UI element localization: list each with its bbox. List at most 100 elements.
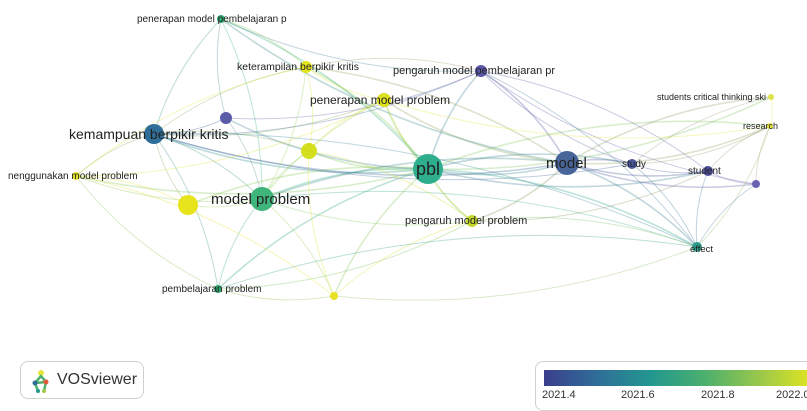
network-edge bbox=[383, 99, 568, 164]
label-keterampilan-berpikir-kritis[interactable]: keterampilan berpikir kritis bbox=[237, 61, 359, 73]
network-edge bbox=[305, 66, 314, 152]
network-edge bbox=[220, 18, 482, 72]
network-edge bbox=[471, 162, 568, 222]
network-edge bbox=[333, 220, 473, 297]
network-edge bbox=[75, 175, 219, 290]
label-pbl[interactable]: pbl bbox=[416, 159, 440, 179]
network-edge bbox=[220, 18, 263, 200]
network-edge bbox=[480, 70, 633, 165]
network-edge bbox=[153, 133, 429, 174]
network-edge bbox=[75, 175, 335, 297]
node-pengaruh-model-problem[interactable] bbox=[466, 215, 478, 227]
label-study[interactable]: study bbox=[622, 159, 646, 170]
network-edge bbox=[75, 175, 189, 206]
node-study[interactable] bbox=[627, 159, 637, 169]
node-research[interactable] bbox=[767, 123, 773, 129]
network-edge bbox=[480, 70, 709, 172]
vosviewer-logo-icon bbox=[32, 370, 49, 393]
network-edge bbox=[427, 162, 568, 176]
network-edge bbox=[75, 175, 263, 203]
network-edge bbox=[480, 70, 698, 248]
network-edge bbox=[153, 133, 263, 200]
network-edge bbox=[153, 66, 307, 135]
label-research[interactable]: research bbox=[743, 121, 778, 131]
network-edge bbox=[427, 96, 772, 171]
network-edge bbox=[305, 57, 482, 72]
label-pembelajaran-problem[interactable]: pembelajaran problem bbox=[162, 284, 262, 295]
network-edge bbox=[305, 66, 385, 101]
label-model[interactable]: model bbox=[546, 155, 587, 172]
network-edge bbox=[305, 66, 568, 164]
year-color-legend: 2021.4 2021.6 2021.8 2022.0 bbox=[535, 361, 807, 411]
network-nodes bbox=[72, 15, 774, 300]
network-edge bbox=[153, 70, 482, 136]
label-model-problem[interactable]: model problem bbox=[211, 191, 310, 208]
network-edge bbox=[566, 96, 772, 164]
node-pembelajaran-problem[interactable] bbox=[214, 285, 222, 293]
network-edge bbox=[307, 150, 335, 297]
network-edge bbox=[153, 133, 568, 177]
node-student[interactable] bbox=[703, 166, 713, 176]
network-edge bbox=[333, 168, 429, 297]
network-edge bbox=[427, 168, 698, 248]
network-edge bbox=[305, 66, 429, 170]
label-penerapan-model-pembelajaran-p[interactable]: penerapan model pembelajaran p bbox=[137, 14, 287, 25]
label-kemampuan-berpikir-kritis[interactable]: kemampuan berpikir kritis bbox=[69, 126, 229, 142]
network-edge bbox=[566, 162, 709, 177]
network-edge bbox=[153, 18, 222, 135]
network-edge bbox=[631, 125, 771, 165]
legend-tick: 2021.6 bbox=[621, 389, 655, 401]
node-keterampilan-berpikir-kritis[interactable] bbox=[300, 61, 312, 73]
vosviewer-logo-text: VOSviewer bbox=[57, 371, 138, 388]
label-student[interactable]: student bbox=[688, 166, 721, 177]
network-edge bbox=[631, 163, 709, 174]
network-edge bbox=[261, 66, 307, 200]
node-model-problem[interactable] bbox=[250, 187, 274, 211]
label-effect[interactable]: effect bbox=[690, 244, 713, 255]
network-edge bbox=[216, 18, 227, 119]
label-students-critical-thinking-ski[interactable]: students critical thinking ski bbox=[657, 92, 766, 102]
legend-tick: 2021.8 bbox=[701, 389, 735, 401]
label-pengaruh-model-pembelajaran-pr[interactable]: pengaruh model pembelajaran pr bbox=[393, 65, 555, 77]
network-edge bbox=[427, 120, 771, 170]
node-unlabeled-yellow-1[interactable] bbox=[301, 143, 317, 159]
node-pbl[interactable] bbox=[413, 154, 443, 184]
network-edge bbox=[217, 168, 429, 290]
network-edge bbox=[308, 99, 385, 152]
node-penerapan-model-pembelajaran-p[interactable] bbox=[217, 15, 225, 23]
node-unlabeled-purple[interactable] bbox=[220, 112, 232, 124]
vosviewer-logo: VOSviewer bbox=[20, 361, 144, 399]
network-edge bbox=[261, 190, 698, 248]
node-unlabeled-yellow-3[interactable] bbox=[330, 292, 338, 300]
node-unlabeled-right[interactable] bbox=[752, 180, 760, 188]
node-kemampuan-berpikir-kritis[interactable] bbox=[144, 124, 164, 144]
network-edge bbox=[480, 70, 568, 164]
network-edge bbox=[187, 166, 429, 206]
network-edge bbox=[261, 198, 335, 297]
label-penerapan-model-problem[interactable]: penerapan model problem bbox=[310, 93, 450, 107]
label-menggunakan-model-problem[interactable]: nenggunakan model problem bbox=[8, 171, 138, 182]
node-model[interactable] bbox=[555, 151, 579, 175]
node-unlabeled-yellow-2[interactable] bbox=[178, 195, 198, 215]
node-menggunakan-model-problem[interactable] bbox=[72, 172, 80, 180]
node-pengaruh-model-pembelajaran-pr[interactable] bbox=[475, 65, 487, 77]
network-edge bbox=[383, 99, 771, 139]
network-edge bbox=[471, 170, 709, 222]
network-edge bbox=[261, 157, 568, 200]
network-labels: penerapan model pembelajaran p keterampil… bbox=[8, 14, 778, 295]
node-effect[interactable] bbox=[692, 242, 702, 252]
network-canvas[interactable]: penerapan model pembelajaran p keterampil… bbox=[0, 0, 807, 401]
network-edge bbox=[631, 163, 698, 248]
legend-tick: 2022.0 bbox=[776, 389, 807, 401]
label-pengaruh-model-problem[interactable]: pengaruh model problem bbox=[405, 215, 527, 227]
legend-color-bar bbox=[544, 370, 807, 386]
network-edge bbox=[631, 96, 772, 165]
node-penerapan-model-problem[interactable] bbox=[377, 93, 391, 107]
network-edge bbox=[695, 170, 709, 248]
network-edge bbox=[217, 198, 263, 290]
node-students-critical-thinking-ski[interactable] bbox=[768, 94, 774, 100]
network-edge bbox=[261, 198, 473, 226]
network-edge bbox=[75, 66, 307, 177]
network-edge bbox=[153, 130, 310, 152]
network-edge bbox=[217, 220, 473, 290]
